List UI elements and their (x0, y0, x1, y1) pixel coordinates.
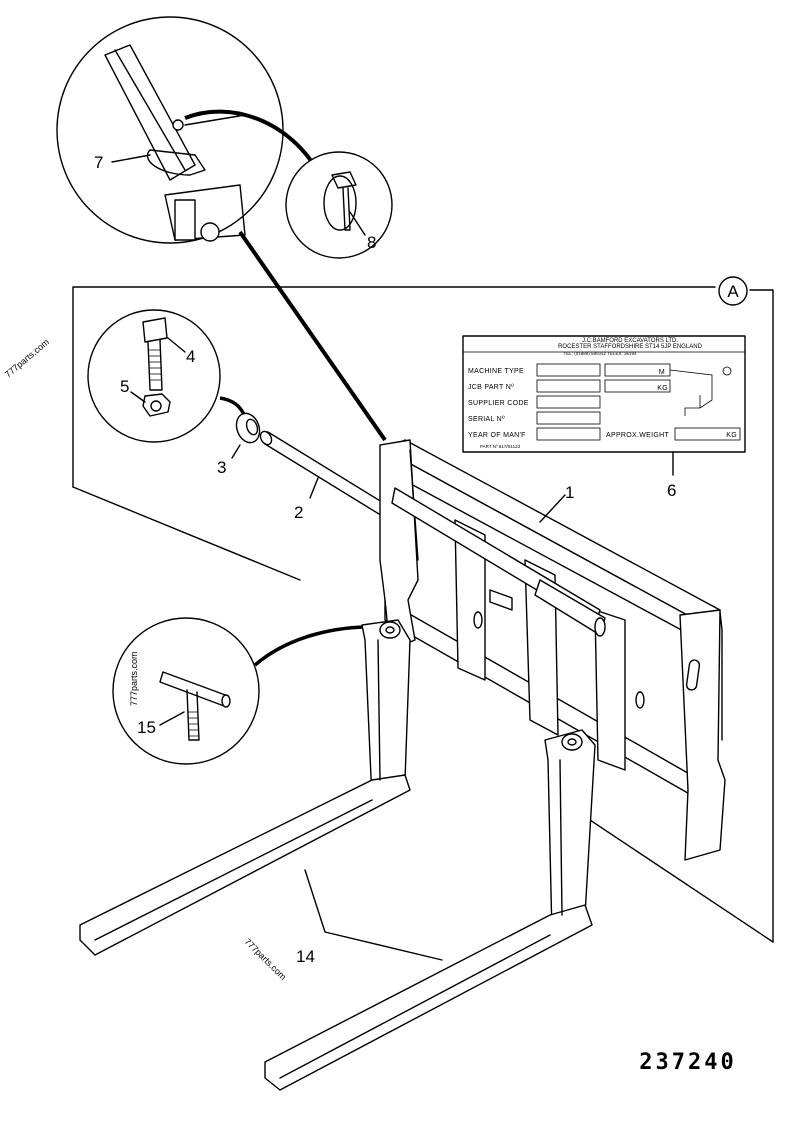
plate-part-no: PART Nº 817/04123 (480, 444, 521, 449)
leader-15 (159, 711, 185, 726)
plate-row-supplier-code: SUPPLIER CODE (468, 400, 529, 407)
leader-7 (111, 154, 151, 163)
shaft-2 (259, 430, 396, 523)
detail-circle-8 (285, 151, 393, 259)
callout-4: 4 (186, 347, 195, 366)
drawing-number: 237240 (639, 1050, 736, 1075)
view-a-badge (718, 276, 748, 306)
washer-3 (235, 412, 261, 444)
callout-15: 15 (137, 718, 156, 737)
fork-14-left (79, 619, 411, 956)
plate-row-jcb-part: JCB PART Nº (468, 384, 514, 391)
fork-14-right (264, 729, 596, 1091)
callout-14: 14 (296, 947, 315, 966)
leader-4 (167, 337, 186, 353)
plate-approx-weight: APPROX.WEIGHT (606, 432, 669, 439)
fork-carriage-frame-1 (379, 439, 726, 861)
leader-8 (349, 211, 366, 236)
view-a-panel-right (749, 289, 774, 943)
watermark-2: 777parts.com (129, 651, 139, 706)
leader-7-frame (238, 230, 387, 442)
plate-header-2: ROCESTER STAFFORDSHIRE ST14 5JP ENGLAND (558, 344, 702, 350)
leader-4-5-joint (219, 396, 246, 416)
plate-row-serial: SERIAL Nº (468, 416, 505, 423)
id-plate-6: J.C.BAMFORD EXCAVATORS LTD. ROCESTER STA… (462, 335, 746, 453)
view-a-panel (72, 286, 716, 488)
plate-row-machine-type: MACHINE TYPE (468, 368, 524, 375)
leader-3 (231, 444, 241, 459)
detail-circle-4-5 (87, 309, 221, 443)
plate-header-3: TEL: (01889) 590312 TELEX: 36194 (564, 351, 637, 356)
leader-7-8 (184, 109, 322, 176)
callout-7: 7 (94, 153, 103, 172)
callout-8: 8 (367, 233, 376, 252)
leader-2 (309, 477, 319, 499)
plate-unit-m: M (659, 369, 665, 376)
plate-header-1: J.C.BAMFORD EXCAVATORS LTD. (582, 338, 678, 344)
detail-circle-7 (56, 16, 284, 244)
callout-1: 1 (565, 483, 574, 502)
detail-circle-15 (112, 617, 260, 765)
view-a-panel-lower-right (559, 799, 774, 943)
callout-3: 3 (217, 458, 226, 477)
leader-14 (304, 869, 443, 961)
watermark-3: 777parts.com (243, 936, 289, 982)
callout-2: 2 (294, 503, 303, 522)
leader-5 (130, 391, 146, 403)
view-a-label: A (727, 282, 739, 301)
view-a-panel-lower (72, 486, 301, 581)
leader-1 (539, 494, 566, 523)
plate-unit-kg-2: KG (726, 432, 737, 439)
plate-row-year: YEAR OF MAN'F (468, 432, 526, 439)
callout-6: 6 (667, 481, 676, 500)
watermark-1: 777parts.com (3, 337, 51, 380)
callout-5: 5 (120, 377, 129, 396)
plate-unit-kg: KG (657, 385, 668, 392)
